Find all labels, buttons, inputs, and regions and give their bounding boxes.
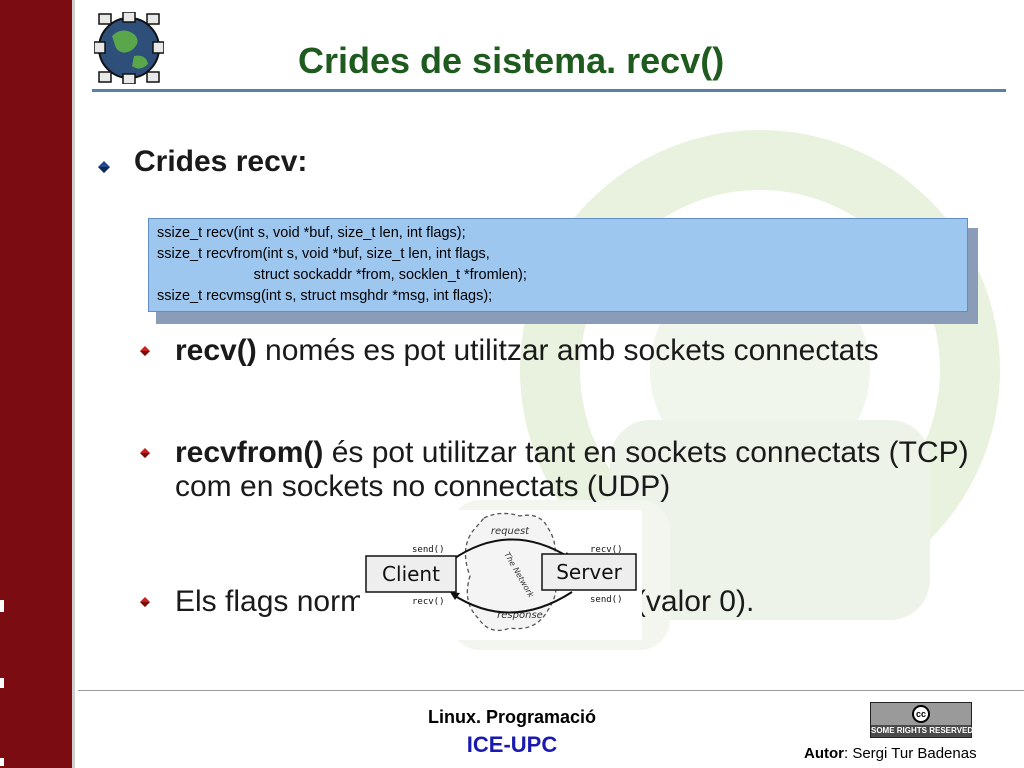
bullet-item: recvfrom() és pot utilitzar tant en sock… — [175, 436, 995, 504]
left-decorative-bar — [0, 0, 72, 768]
footer-course: Linux. Programació — [427, 707, 597, 727]
client-box — [365, 555, 457, 593]
globe-logo-icon — [94, 12, 164, 84]
code-box: ssize_t recv(int s, void *buf, size_t le… — [148, 218, 968, 312]
bullet-icon — [98, 161, 110, 173]
cc-license-text: SOME RIGHTS RESERVED — [871, 726, 974, 735]
code-line: struct sockaddr *from, socklen_t *fromle… — [157, 267, 527, 283]
bullet-text: només es pot utilitzar amb sockets conne… — [256, 334, 879, 367]
title-rule — [92, 89, 1006, 92]
cc-license-badge[interactable]: cc SOME RIGHTS RESERVED — [870, 702, 974, 738]
slide-title: Crides de sistema. recv() — [298, 40, 725, 81]
response-label: response — [497, 610, 543, 621]
code-line: ssize_t recvmsg(int s, struct msghdr *ms… — [157, 288, 493, 304]
bar-mark — [0, 678, 4, 688]
server-recv-label: recv() — [590, 545, 623, 555]
bullet-item: recv() només es pot utilitzar amb socket… — [175, 334, 995, 368]
client-send-label: send() — [412, 545, 445, 555]
section-heading: Crides recv: — [134, 145, 308, 178]
server-box — [541, 553, 637, 591]
request-label: request — [491, 526, 530, 537]
server-send-label: send() — [590, 595, 623, 605]
author-name: : Sergi Tur Badenas — [844, 745, 977, 762]
client-recv-label: recv() — [412, 597, 445, 607]
bar-mark — [0, 600, 4, 612]
code-line: ssize_t recvfrom(int s, void *buf, size_… — [157, 246, 490, 262]
footer-rule — [78, 690, 1024, 691]
bullet-keyword: recv() — [175, 334, 257, 367]
client-server-diagram: request response The Network Client Serv… — [360, 510, 642, 640]
cc-icon: cc — [912, 705, 930, 723]
bullet-icon — [140, 346, 150, 356]
bullet-icon — [140, 597, 150, 607]
server-label: Server — [556, 560, 622, 584]
footer-organization: ICE-UPC — [466, 732, 558, 757]
author-label: Autor — [804, 745, 844, 762]
bullet-text: és pot utilitzar tant en sockets connect… — [175, 436, 969, 503]
code-line: ssize_t recv(int s, void *buf, size_t le… — [157, 225, 466, 241]
arrow-head — [450, 592, 460, 600]
left-bar-edge — [72, 0, 75, 768]
request-arrow — [451, 538, 571, 561]
client-label: Client — [382, 562, 440, 586]
bullet-keyword: recvfrom() — [175, 436, 324, 469]
bar-mark — [0, 758, 4, 766]
author-credit: Autor: Sergi Tur Badenas — [804, 745, 977, 762]
bullet-icon — [140, 448, 150, 458]
response-arrow — [451, 591, 573, 614]
